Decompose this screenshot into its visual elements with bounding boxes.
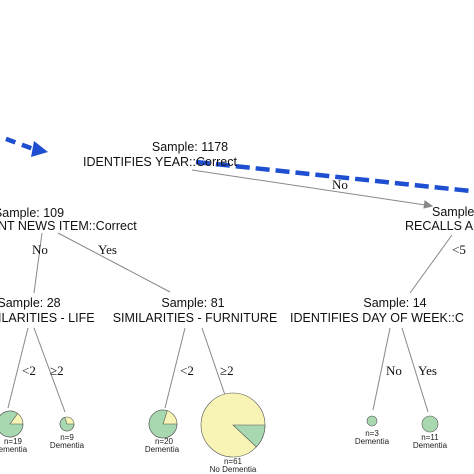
leaf-pie-3-dementia-slice xyxy=(232,424,266,448)
ll-title: ILARITIES - LIFE xyxy=(0,311,95,325)
leaf-pie-0-dementia-slice xyxy=(0,410,24,438)
leaf-pie-5-base xyxy=(421,415,439,433)
leaf-pies xyxy=(0,392,439,458)
edge-label-lr-a: <2 xyxy=(180,363,194,378)
leaf-5-n: n=11 xyxy=(421,433,439,442)
edge-lr-b xyxy=(201,327,227,399)
edge-label-left-ll: No xyxy=(32,242,48,257)
edge-right-rl xyxy=(409,234,453,294)
edge-label-rl-a: No xyxy=(386,363,402,378)
leaf-1-n: n=9 xyxy=(60,433,74,442)
edge-rl-b xyxy=(401,327,429,413)
edge-left-lr xyxy=(57,232,171,293)
leaf-pie-1 xyxy=(59,416,75,432)
highlight-arrowhead xyxy=(31,141,48,157)
highlight-path-in xyxy=(0,134,37,153)
leaf-5-class: Dementia xyxy=(412,441,448,450)
edge-label-right-rl: <5 xyxy=(452,242,466,257)
rl-title: IDENTIFIES DAY OF WEEK::C xyxy=(290,311,464,325)
right-sample: Sample xyxy=(432,205,474,219)
lr-sample: Sample: 81 xyxy=(161,296,225,310)
leaf-0-class: Dementia xyxy=(0,445,28,454)
leaf-pie-2-dementia-slice xyxy=(148,409,178,439)
leaf-pie-4-base xyxy=(366,415,378,427)
edge-left-ll xyxy=(33,232,43,294)
leaf-0-n: n=19 xyxy=(3,437,23,446)
edge-label-lr-b: ≥2 xyxy=(220,363,234,378)
edge-label-ll-a: <2 xyxy=(22,363,36,378)
leaf-pie-4 xyxy=(366,415,378,427)
highlight-path-out xyxy=(195,159,474,194)
leaf-2-n: n=20 xyxy=(154,437,174,446)
leaf-2-class: Dementia xyxy=(144,445,180,454)
leaf-4-n: n=3 xyxy=(365,429,379,438)
edge-label-root-right: No xyxy=(332,177,348,192)
edge-root-right xyxy=(191,169,433,207)
leaf-pie-5 xyxy=(421,415,439,433)
leaf-pie-1-dementia-slice xyxy=(59,416,75,432)
leaf-3-class: No Dementia xyxy=(209,465,257,474)
leaf-1-class: Dementia xyxy=(49,441,85,450)
rl-sample: Sample: 14 xyxy=(363,296,427,310)
left-title: NT NEWS ITEM::Correct xyxy=(0,219,137,233)
edge-rl-a xyxy=(372,327,391,411)
edge-root-right-arrowhead xyxy=(423,200,434,209)
right-title: RECALLS A xyxy=(405,219,474,233)
edge-label-left-lr: Yes xyxy=(98,242,117,257)
edge-label-rl-b: Yes xyxy=(418,363,437,378)
root-title: IDENTIFIES YEAR::Correct xyxy=(83,155,237,169)
ll-sample: Sample: 28 xyxy=(0,296,61,310)
root-sample: Sample: 1178 xyxy=(151,140,229,154)
leaf-pie-3 xyxy=(200,392,266,458)
left-sample: Sample: 109 xyxy=(0,206,65,220)
edge-label-ll-b: ≥2 xyxy=(50,363,64,378)
leaf-4-class: Dementia xyxy=(354,437,390,446)
leaf-pie-0 xyxy=(0,410,24,438)
leaf-3-n: n=61 xyxy=(223,457,243,466)
edge-lr-a xyxy=(164,327,186,409)
lr-title: SIMILARITIES - FURNITURE xyxy=(112,311,278,325)
edge-ll-b xyxy=(33,327,66,413)
edge-ll-a xyxy=(7,327,29,409)
leaf-pie-2 xyxy=(148,409,178,439)
